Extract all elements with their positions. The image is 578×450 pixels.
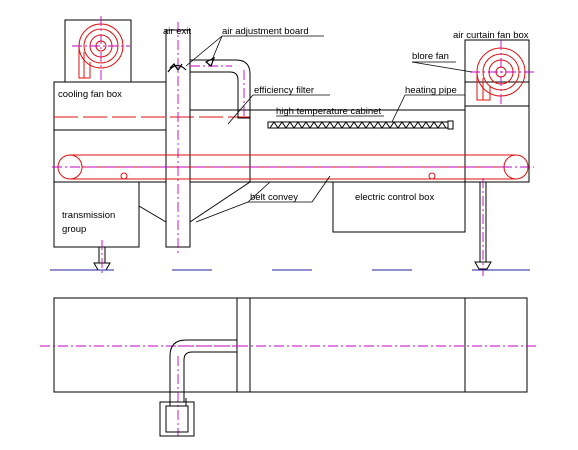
- cooling-fan-box: [64, 16, 132, 83]
- label-efficiency-filter: efficiency filter: [254, 85, 314, 96]
- label-heating-pipe: heating pipe: [405, 85, 457, 96]
- leader-lines: [185, 35, 473, 223]
- label-transmission: transmission: [62, 210, 115, 221]
- label-cooling-fan-box: cooling fan box: [58, 89, 122, 100]
- label-belt-convey: belt convey: [250, 192, 298, 203]
- elevation-view: air exit air adjustment board air curtai…: [50, 16, 534, 276]
- heating-pipe: [267, 120, 454, 130]
- plan-view: [40, 297, 536, 437]
- legs: [93, 178, 492, 276]
- air-adjustment-board-icon: [167, 56, 216, 73]
- lower-boxes: [53, 181, 466, 248]
- plan-exit-box: [159, 401, 195, 437]
- blore-fan-icon: [476, 47, 526, 101]
- label-air-curtain-fan-box: air curtain fan box: [453, 30, 529, 41]
- belt-conveyor: [52, 154, 534, 180]
- air-curtain-fan-box: [464, 39, 534, 107]
- label-electric-control-box: electric control box: [355, 192, 434, 203]
- plan-duct: [159, 339, 237, 437]
- label-group: group: [62, 224, 86, 235]
- label-high-temperature-cabinet: high temperature cabinet: [276, 106, 381, 117]
- cooling-fan-icon: [78, 23, 124, 79]
- label-air-exit: air exit: [163, 26, 191, 37]
- electric-control-box: [332, 181, 466, 233]
- plan-body: [53, 297, 528, 393]
- label-blore-fan: blore fan: [412, 51, 449, 62]
- transmission-group-box: [53, 181, 140, 248]
- air-exit-duct: [165, 22, 251, 256]
- label-air-adjustment-board: air adjustment board: [222, 26, 309, 37]
